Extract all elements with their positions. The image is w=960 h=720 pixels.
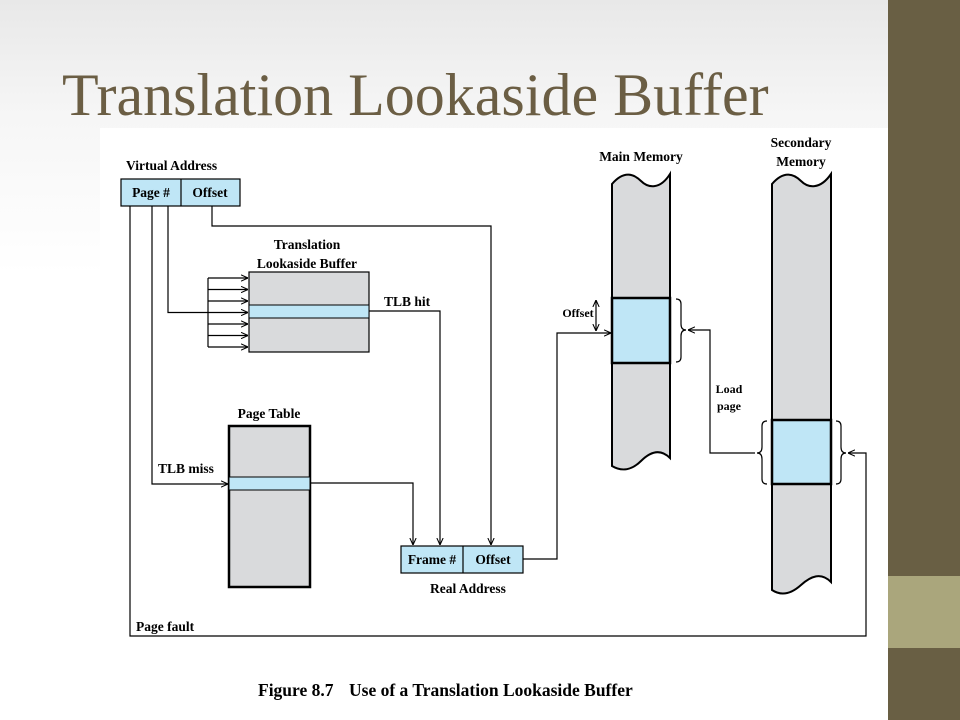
tlb-diagram: Virtual Address Page # Offset Translatio…	[100, 128, 888, 720]
main-memory-frame	[610, 296, 672, 365]
frame-number-field: Frame #	[408, 552, 457, 567]
secondary-memory-left-brace	[756, 420, 768, 485]
secondary-memory-title-line2: Memory	[776, 154, 826, 169]
figure-caption: Use of a Translation Lookaside Buffer	[349, 680, 633, 700]
figure-number: Figure 8.7	[258, 680, 334, 700]
page-number-field: Page #	[132, 185, 170, 200]
tlb-matching-entry	[248, 304, 370, 319]
load-page-label-line2: page	[717, 399, 742, 413]
real-offset-field: Offset	[475, 552, 511, 567]
page-table-box	[227, 424, 312, 589]
virtual-offset-field: Offset	[192, 185, 228, 200]
real-address-label: Real Address	[430, 581, 506, 596]
page-fault-label: Page fault	[136, 619, 195, 634]
tlb-miss-arrow	[151, 206, 228, 484]
sidebar-accent-block	[888, 576, 960, 648]
secondary-memory-title-line1: Secondary	[771, 135, 832, 150]
page-table-entry	[228, 476, 311, 491]
page-fault-arrow	[129, 206, 867, 637]
main-memory-offset-label: Offset	[562, 306, 593, 320]
secondary-memory-right-brace	[835, 420, 847, 485]
page-table-title: Page Table	[238, 406, 301, 421]
tlb-title-line2: Lookaside Buffer	[257, 256, 357, 271]
load-page-label-line1: Load	[716, 382, 743, 396]
load-page-arrow	[688, 330, 755, 454]
page-table-to-frame-arrow	[310, 482, 413, 545]
tlb-title-line1: Translation	[274, 237, 341, 252]
main-memory-title: Main Memory	[599, 149, 683, 164]
secondary-memory-page	[770, 418, 833, 486]
virtual-address-label: Virtual Address	[126, 158, 217, 173]
real-address-to-memory-arrow	[523, 333, 611, 560]
page-number-to-tlb-line	[167, 206, 208, 314]
tlb-hit-arrow	[369, 310, 440, 545]
slide-title: Translation Lookaside Buffer	[62, 62, 769, 128]
sidebar-decoration	[888, 0, 960, 720]
figure-background	[100, 128, 888, 720]
tlb-hit-label: TLB hit	[384, 294, 431, 309]
offset-passthrough-arrow	[211, 206, 491, 545]
tlb-miss-label: TLB miss	[158, 461, 214, 476]
secondary-memory-column	[771, 170, 832, 595]
main-memory-brace	[675, 298, 687, 363]
